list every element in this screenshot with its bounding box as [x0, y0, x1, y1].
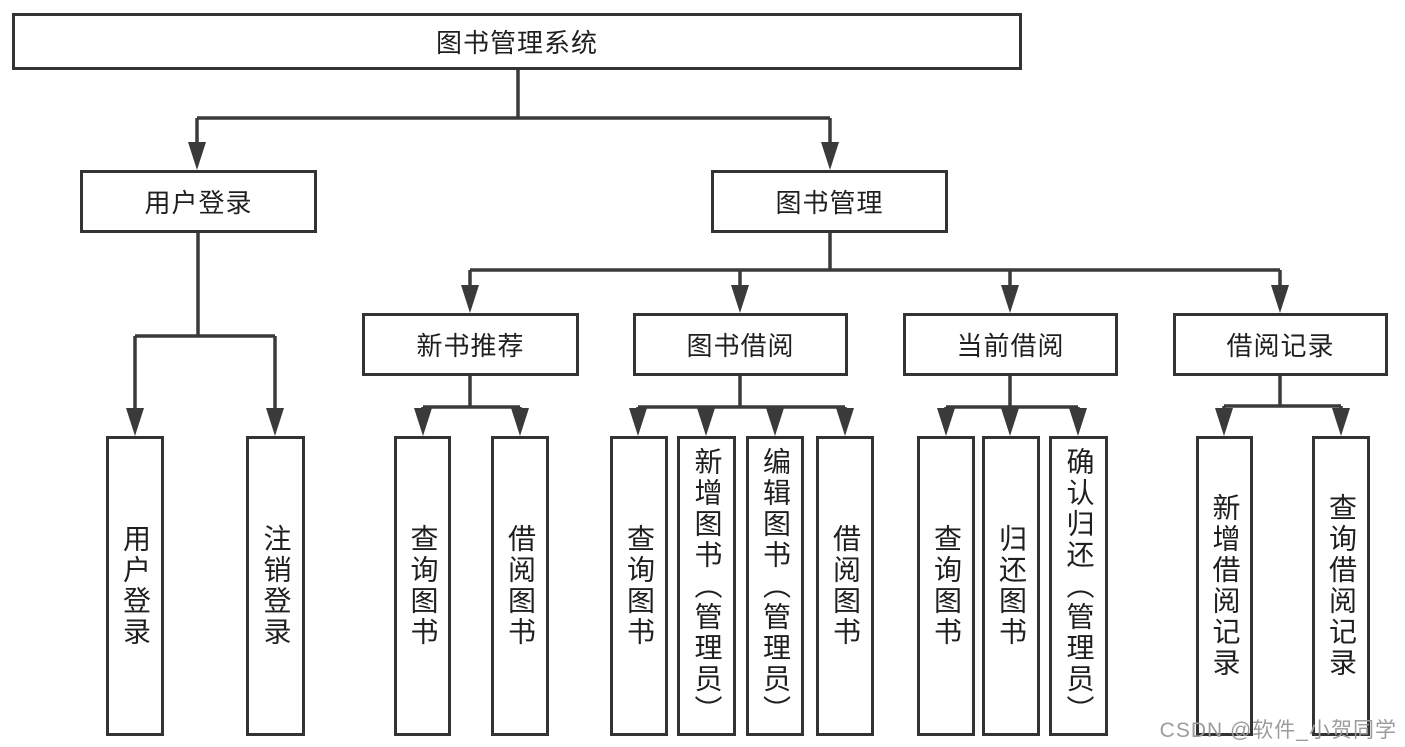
node-borrowing-records: 借阅记录 — [1173, 313, 1388, 376]
node-leaf-logout-label: 注销登录 — [260, 524, 292, 648]
node-book-borrowing-label: 图书借阅 — [686, 331, 795, 361]
node-current-borrowing: 当前借阅 — [903, 313, 1118, 376]
node-leaf-query-books-3: 查询图书 — [917, 436, 975, 736]
node-leaf-user-login-label: 用户登录 — [120, 524, 151, 648]
node-root: 图书管理系统 — [12, 13, 1022, 70]
arrowhead-icon — [766, 408, 784, 436]
arrowhead-icon — [821, 142, 839, 170]
arrowhead-icon — [1069, 408, 1087, 436]
arrowhead-icon — [414, 408, 432, 436]
node-leaf-query-books-2: 查询图书 — [610, 436, 668, 736]
node-new-book-recommend-label: 新书推荐 — [416, 331, 525, 361]
arrowhead-icon — [126, 408, 144, 436]
node-leaf-confirm-return-admin: 确认归还（管理员） — [1049, 436, 1108, 736]
node-leaf-borrow-books-2: 借阅图书 — [816, 436, 874, 736]
node-leaf-borrow-books-1-label: 借阅图书 — [505, 524, 536, 648]
arrowhead-icon — [266, 408, 284, 436]
csdn-watermark: CSDN @软件_小贺同学 — [1159, 719, 1397, 742]
node-leaf-user-login: 用户登录 — [106, 436, 164, 736]
arrowhead-icon — [836, 408, 854, 436]
arrowhead-icon — [697, 408, 715, 436]
node-leaf-borrow-books-2-label: 借阅图书 — [830, 524, 861, 648]
node-leaf-add-books-admin: 新增图书（管理员） — [677, 436, 736, 736]
node-book-borrowing: 图书借阅 — [633, 313, 848, 376]
node-leaf-query-books-3-label: 查询图书 — [931, 524, 962, 648]
node-current-borrowing-label: 当前借阅 — [956, 331, 1065, 361]
arrowhead-icon — [1332, 408, 1350, 436]
node-leaf-return-books-label: 归还图书 — [996, 524, 1027, 648]
arrowhead-icon — [1215, 408, 1233, 436]
node-leaf-query-borrow-record-label: 查询借阅记录 — [1326, 493, 1357, 679]
node-leaf-add-books-admin-label: 新增图书（管理员） — [691, 446, 723, 726]
node-leaf-query-borrow-record: 查询借阅记录 — [1312, 436, 1370, 736]
node-leaf-add-borrow-record: 新增借阅记录 — [1196, 436, 1253, 736]
node-leaf-logout: 注销登录 — [246, 436, 305, 736]
arrowhead-icon — [1001, 408, 1019, 436]
arrowhead-icon — [937, 408, 955, 436]
node-leaf-query-books-2-label: 查询图书 — [624, 524, 655, 648]
node-leaf-edit-books-admin-label: 编辑图书（管理员） — [760, 446, 791, 726]
node-user-login-label: 用户登录 — [144, 188, 253, 218]
node-leaf-confirm-return-admin-label: 确认归还（管理员） — [1063, 446, 1095, 726]
arrowhead-icon — [1001, 285, 1019, 313]
node-leaf-edit-books-admin: 编辑图书（管理员） — [746, 436, 804, 736]
node-user-login: 用户登录 — [80, 170, 317, 233]
node-leaf-return-books: 归还图书 — [982, 436, 1040, 736]
node-leaf-query-books-1-label: 查询图书 — [407, 524, 439, 648]
arrowhead-icon — [188, 142, 206, 170]
arrowhead-icon — [731, 285, 749, 313]
node-leaf-borrow-books-1: 借阅图书 — [491, 436, 549, 736]
arrowhead-icon — [461, 285, 479, 313]
arrowhead-icon — [1271, 285, 1289, 313]
node-borrowing-records-label: 借阅记录 — [1226, 331, 1335, 361]
node-book-management: 图书管理 — [711, 170, 948, 233]
arrowhead-icon — [629, 408, 647, 436]
node-root-label: 图书管理系统 — [435, 28, 598, 58]
node-leaf-query-books-1: 查询图书 — [394, 436, 451, 736]
node-new-book-recommend: 新书推荐 — [362, 313, 579, 376]
node-book-management-label: 图书管理 — [775, 188, 884, 218]
node-leaf-add-borrow-record-label: 新增借阅记录 — [1209, 493, 1241, 679]
arrowhead-icon — [511, 408, 529, 436]
